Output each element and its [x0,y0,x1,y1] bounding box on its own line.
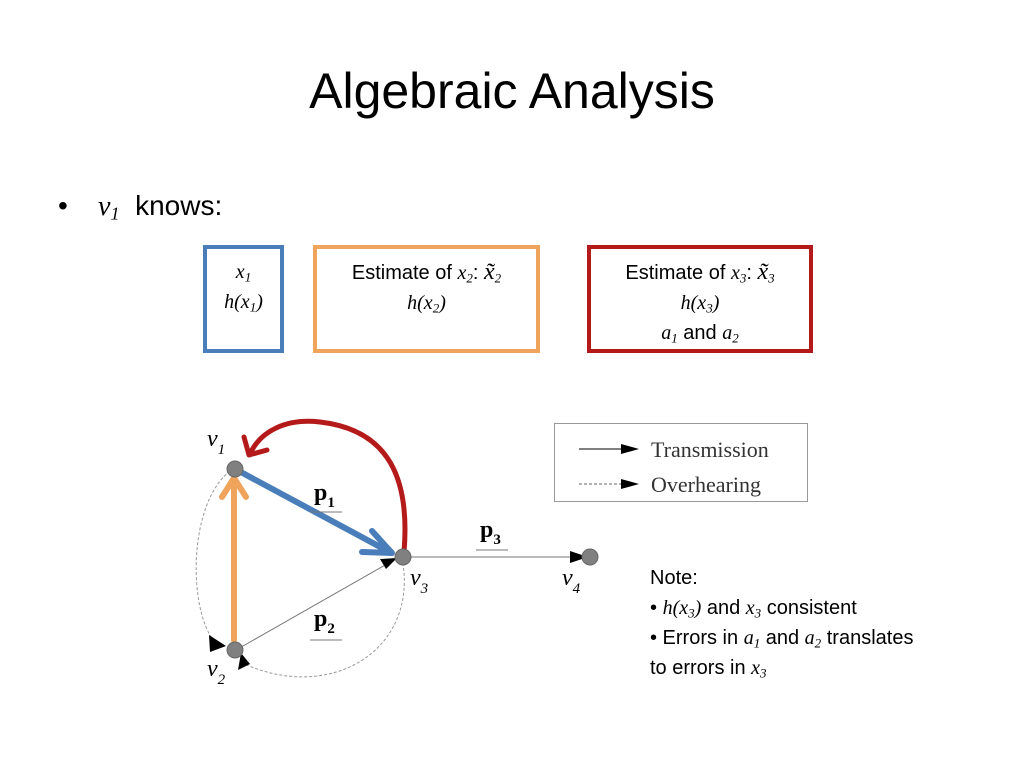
legend-transmission-label: Transmission [651,437,769,462]
red-arrowhead [241,434,270,458]
slide-title: Algebraic Analysis [309,63,715,119]
legend-transmission-arrow [621,444,639,454]
label-p3: p3 [480,517,501,548]
label-v2: v2 [207,656,226,688]
node-v2 [226,641,244,659]
edge-v3-v4-arrowhead [570,551,588,563]
legend-overhearing-arrow [621,479,639,489]
box-estimate-x2: Estimate of x2: x̃2 h(x2) [313,245,540,353]
node-v1 [226,460,244,478]
box-x1: x1 h(x1) [203,245,284,353]
legend-lines [579,444,639,489]
blue-arrow-v1-v3 [234,467,387,552]
note-heading: Note: [650,567,698,589]
label-v3: v3 [410,565,428,597]
red-arrow-v3-v1 [249,418,408,555]
edge-v2-v3-arrowhead [380,558,397,569]
bullet-marker: • [58,190,68,221]
overhear-arrow-v3-v2 [238,653,250,670]
overhear-curve-v1-v2 [195,467,235,646]
overhear-curve-v3-v2 [239,557,405,678]
node-v4 [581,548,599,566]
note-line-1: • h(x3) and x3 consistent [650,597,857,621]
bullet-var-sub: 1 [110,203,120,224]
blue-arrowhead [359,528,395,556]
note-line-2: • Errors in a1 and a2 translates [650,627,914,651]
bullet-text: knows: [135,190,223,221]
label-p2: p2 [314,606,335,637]
label-p1: p1 [314,480,335,511]
note-line-3: to errors in x3 [650,657,767,681]
box-estimate-x3: Estimate of x3: x̃3 h(x3) a1 and a2 [587,245,813,353]
legend: Transmission Overhearing [554,423,808,502]
label-v4: v4 [562,565,581,597]
legend-overhearing-label: Overhearing [651,472,761,497]
bullet-var: v [98,191,111,222]
note-block: Note: • h(x3) and x3 consistent • Errors… [650,563,913,683]
edge-v2-v3 [235,559,395,651]
node-v3 [394,548,412,566]
label-v1: v1 [207,426,225,458]
orange-arrowhead [219,475,249,500]
overhear-arrow-v1-v2 [209,635,226,652]
